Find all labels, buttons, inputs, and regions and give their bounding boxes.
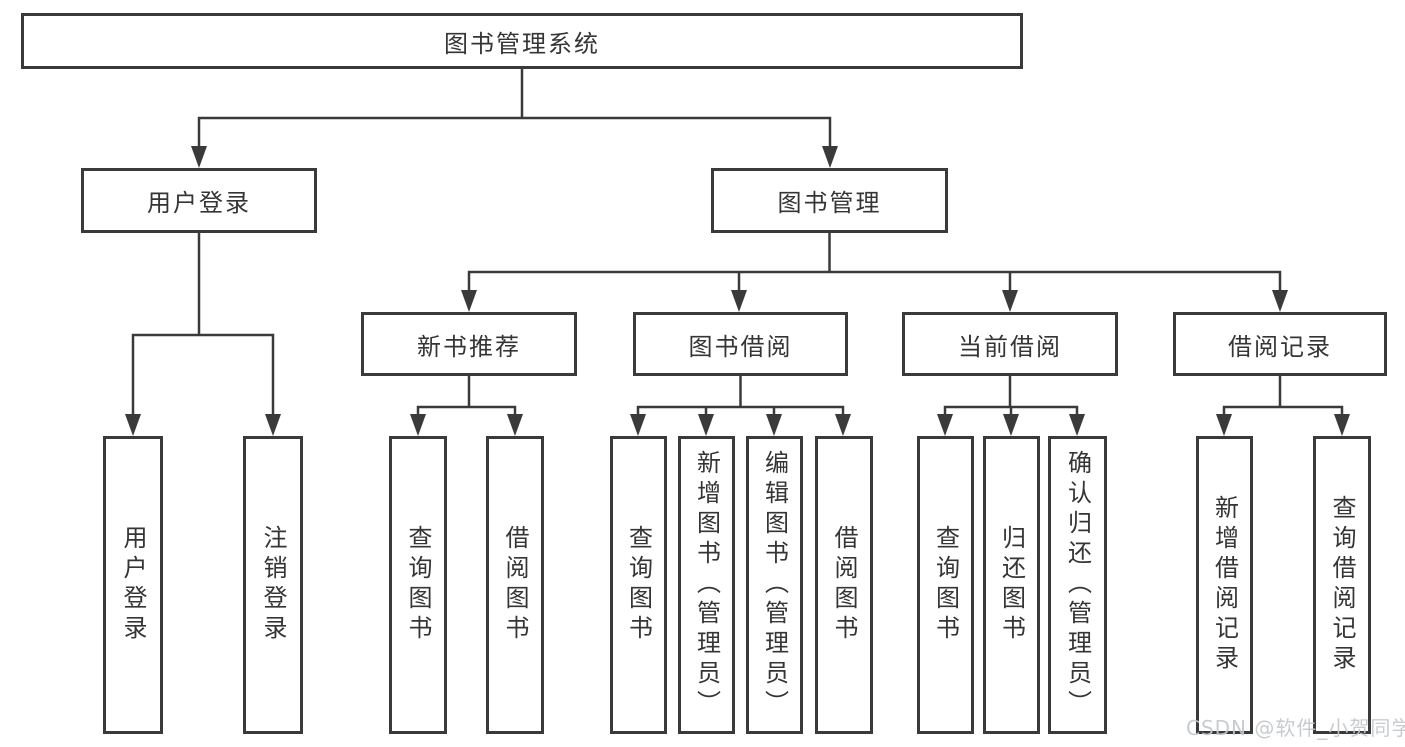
node-current-borrow: 当前借阅 [902, 312, 1118, 376]
leaf-query-books-current: 查询图书 [917, 436, 974, 734]
leaf-edit-book-admin: 编辑图书（管理员） [746, 436, 803, 734]
leaf-logout: 注销登录 [243, 436, 303, 734]
leaf-query-books-recommend: 查询图书 [389, 436, 447, 734]
csdn-watermark: CSDN @软件_小贺同学 [1186, 716, 1405, 740]
leaf-add-borrow-record: 新增借阅记录 [1196, 436, 1253, 734]
node-book-management: 图书管理 [711, 168, 948, 233]
leaf-add-book-admin: 新增图书（管理员） [678, 436, 735, 734]
leaf-return-book: 归还图书 [983, 436, 1040, 734]
leaf-query-books-borrow: 查询图书 [610, 436, 667, 734]
node-book-borrow: 图书借阅 [633, 312, 848, 376]
leaf-borrow-books-recommend: 借阅图书 [486, 436, 544, 734]
node-borrow-records: 借阅记录 [1173, 312, 1387, 376]
node-new-book-recommend: 新书推荐 [361, 312, 577, 376]
node-user-login: 用户登录 [81, 168, 317, 233]
node-root-system: 图书管理系统 [21, 13, 1023, 69]
arrowheads [125, 146, 1350, 436]
leaf-query-borrow-record: 查询借阅记录 [1313, 436, 1371, 734]
leaf-user-login: 用户登录 [103, 436, 163, 734]
leaf-borrow-books: 借阅图书 [815, 436, 873, 734]
leaf-confirm-return-admin: 确认归还（管理员） [1048, 436, 1107, 734]
